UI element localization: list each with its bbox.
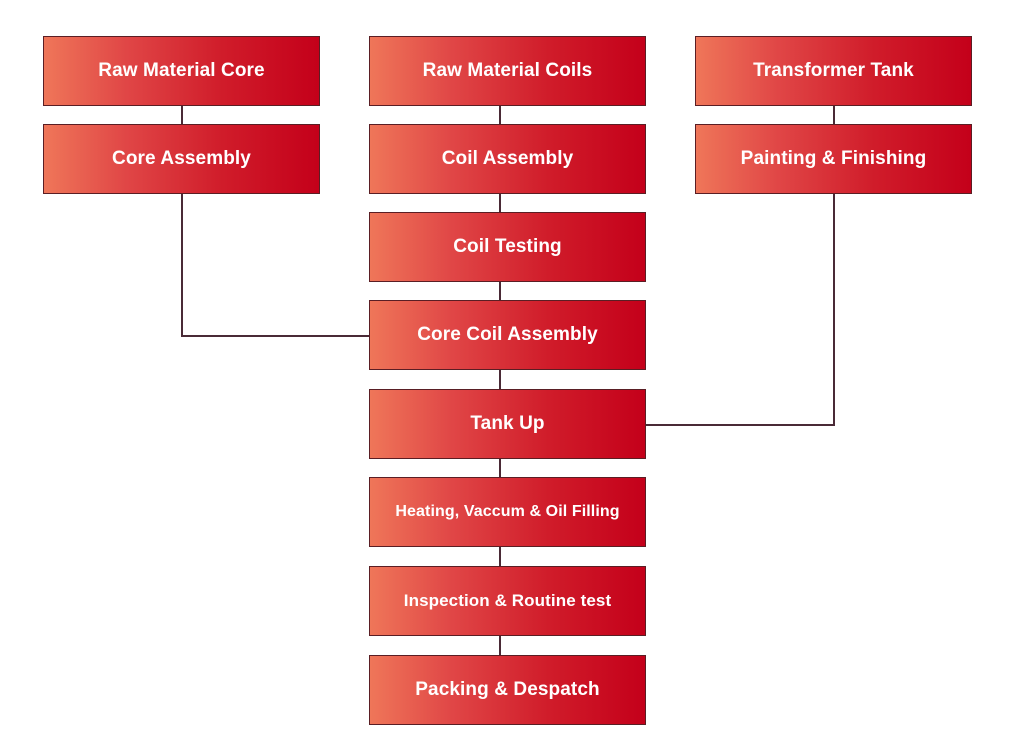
box-label: Tank Up [470, 413, 545, 434]
box-tank-up: Tank Up [369, 389, 646, 459]
box-heating-vacuum-oil-filling: Heating, Vaccum & Oil Filling [369, 477, 646, 547]
box-label: Inspection & Routine test [403, 591, 612, 610]
box-label: Coil Assembly [441, 148, 574, 169]
box-core-coil-assembly: Core Coil Assembly [369, 300, 646, 370]
connector-painting-to-tank-up [646, 194, 835, 426]
box-label: Core Coil Assembly [417, 324, 598, 345]
box-label: Raw Material Coils [422, 60, 593, 81]
box-label: Painting & Finishing [740, 148, 927, 169]
box-packing-despatch: Packing & Despatch [369, 655, 646, 725]
box-label: Coil Testing [453, 236, 562, 257]
connector-core-assembly-to-core-coil [181, 194, 369, 337]
box-label: Packing & Despatch [415, 679, 600, 700]
box-label: Transformer Tank [753, 60, 914, 81]
box-label: Raw Material Core [98, 60, 265, 81]
box-inspection-routine-test: Inspection & Routine test [369, 566, 646, 636]
box-painting-finishing: Painting & Finishing [695, 124, 972, 194]
box-raw-material-coils: Raw Material Coils [369, 36, 646, 106]
box-label: Core Assembly [112, 148, 251, 169]
box-coil-assembly: Coil Assembly [369, 124, 646, 194]
box-raw-material-core: Raw Material Core [43, 36, 320, 106]
box-coil-testing: Coil Testing [369, 212, 646, 282]
box-transformer-tank: Transformer Tank [695, 36, 972, 106]
box-label: Heating, Vaccum & Oil Filling [395, 503, 620, 520]
box-core-assembly: Core Assembly [43, 124, 320, 194]
